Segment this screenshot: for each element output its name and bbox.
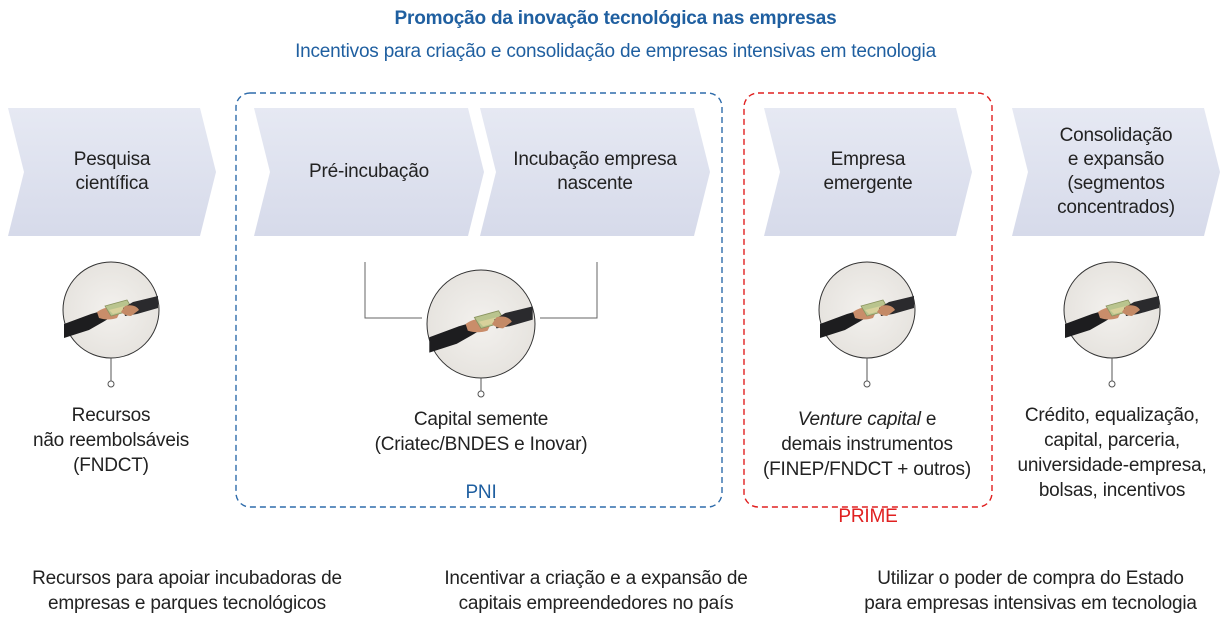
prime-group-border (743, 92, 993, 508)
chevron-incubacao (480, 108, 710, 236)
chevron-consolidacao (1012, 108, 1220, 236)
hand-giving-money-icon (1063, 261, 1161, 388)
instrument-capital-semente: Capital semente(Criatec/BNDES e Inovar) (374, 409, 588, 455)
pni-group-border (235, 92, 723, 508)
diagram-subtitle: Incentivos para criação e consolidação d… (295, 41, 936, 62)
program-pni: PNI (465, 482, 497, 503)
hand-giving-money-icon (818, 261, 916, 388)
chevron-empresa-emergente (764, 108, 972, 236)
instrument-credito: Crédito, equalização,capital, parceria,u… (1017, 405, 1207, 501)
stage-label-pre-incubacao: Pré-incubação (309, 161, 429, 182)
hand-giving-money-icon (62, 261, 160, 388)
hand-giving-money-icon (426, 269, 536, 398)
chevron-pre-incubacao (254, 108, 484, 236)
diagram-title: Promoção da inovação tecnológica nas emp… (394, 8, 837, 29)
chevron-pesquisa (8, 108, 216, 236)
program-prime: PRIME (838, 506, 898, 527)
